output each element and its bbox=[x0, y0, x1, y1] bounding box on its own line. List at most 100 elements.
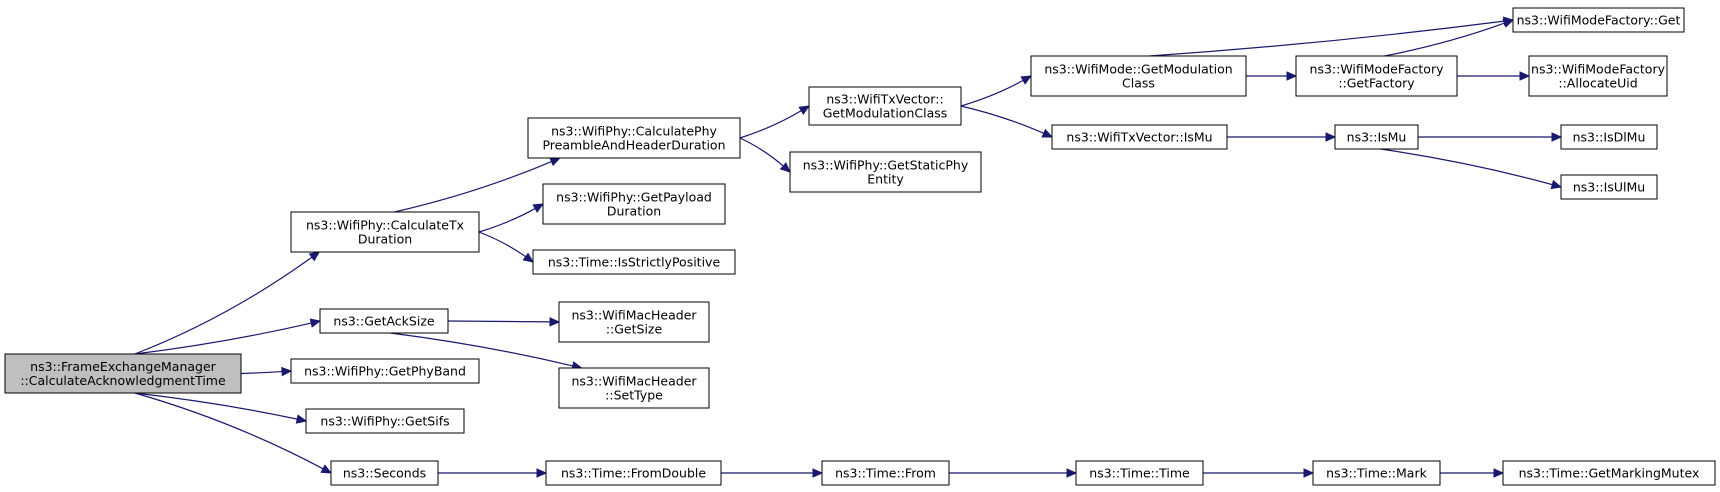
function-node-factory[interactable]: ns3::WifiModeFactory::GetFactory bbox=[1295, 55, 1458, 97]
function-node-getsifs[interactable]: ns3::WifiPhy::GetSifs bbox=[305, 408, 465, 434]
edge-line bbox=[739, 110, 802, 139]
function-node-isulmu[interactable]: ns3::IsUlMu bbox=[1560, 174, 1658, 200]
arrowhead-icon bbox=[812, 468, 824, 478]
function-node-fem[interactable]: ns3::FrameExchangeManager::CalculateAckn… bbox=[4, 353, 242, 394]
arrowhead-icon bbox=[536, 468, 548, 478]
call-edge-calctx-to-getpayload bbox=[478, 203, 545, 233]
node-box bbox=[1560, 124, 1658, 150]
edge-line bbox=[478, 231, 527, 258]
call-edge-timetime-to-timemark bbox=[1203, 468, 1315, 478]
call-edge-ismu-to-isulmu bbox=[1380, 148, 1563, 190]
node-box bbox=[290, 358, 480, 384]
node-label-line: Duration bbox=[607, 204, 661, 219]
node-label-line: ns3::WifiPhy::GetPhyBand bbox=[304, 364, 466, 379]
function-node-fromdouble[interactable]: ns3::Time::FromDouble bbox=[545, 460, 722, 486]
node-box bbox=[319, 308, 449, 334]
function-node-calcphy[interactable]: ns3::WifiPhy::CalculatePhyPreambleAndHea… bbox=[527, 117, 741, 159]
node-box bbox=[1512, 7, 1685, 33]
function-node-getphyband[interactable]: ns3::WifiPhy::GetPhyBand bbox=[290, 358, 480, 384]
call-edge-factory-to-factoryget bbox=[1384, 18, 1515, 57]
node-label-line: ns3::WifiMacHeader bbox=[571, 374, 697, 389]
node-label-line: ns3::Time::GetMarkingMutex bbox=[1519, 466, 1700, 481]
call-edge-fromdouble-to-timefrom bbox=[721, 468, 824, 478]
edge-line bbox=[1149, 20, 1505, 57]
function-node-markmutex[interactable]: ns3::Time::GetMarkingMutex bbox=[1502, 460, 1716, 486]
call-edge-modemod-to-factoryget bbox=[1149, 16, 1515, 57]
call-edge-txvecmod-to-modemod bbox=[960, 75, 1033, 107]
node-label-line: ns3::WifiModeFactory::Get bbox=[1517, 13, 1681, 28]
call-edge-calcphy-to-txvecmod bbox=[739, 105, 811, 139]
function-node-getack[interactable]: ns3::GetAckSize bbox=[319, 308, 449, 334]
call-edges bbox=[134, 16, 1563, 478]
node-label-line: ns3::WifiTxVector::IsMu bbox=[1066, 130, 1212, 145]
function-node-strictpos[interactable]: ns3::Time::IsStrictlyPositive bbox=[532, 249, 736, 275]
function-node-isdlmu[interactable]: ns3::IsDlMu bbox=[1560, 124, 1658, 150]
function-node-seconds[interactable]: ns3::Seconds bbox=[330, 460, 439, 486]
node-label-line: Entity bbox=[867, 172, 904, 187]
node-box bbox=[4, 353, 242, 394]
node-label-line: ::CalculateAcknowledgmentTime bbox=[20, 373, 226, 388]
function-node-timemark[interactable]: ns3::Time::Mark bbox=[1312, 460, 1441, 486]
arrowhead-icon bbox=[1041, 128, 1054, 138]
edge-line bbox=[478, 207, 536, 233]
arrowhead-icon bbox=[1325, 132, 1337, 142]
call-edge-calcphy-to-staticphy bbox=[739, 137, 791, 173]
node-box bbox=[558, 301, 710, 343]
function-node-machdrsize[interactable]: ns3::WifiMacHeader::GetSize bbox=[558, 301, 710, 343]
arrowhead-icon bbox=[1493, 468, 1505, 478]
node-box bbox=[1334, 124, 1419, 150]
node-label-line: ::AllocateUid bbox=[1558, 76, 1637, 91]
call-edge-modemod-to-factory bbox=[1245, 71, 1298, 81]
arrowhead-icon bbox=[549, 317, 561, 327]
node-label-line: ns3::WifiModeFactory bbox=[1531, 62, 1666, 77]
function-node-allocuid[interactable]: ns3::WifiModeFactory::AllocateUid bbox=[1528, 55, 1668, 97]
node-label-line: ns3::WifiPhy::GetPayload bbox=[556, 190, 712, 205]
arrowhead-icon bbox=[1303, 468, 1315, 478]
edge-line bbox=[960, 79, 1024, 107]
node-box bbox=[1051, 124, 1228, 150]
function-node-timetime[interactable]: ns3::Time::Time bbox=[1075, 460, 1204, 486]
edge-line bbox=[134, 322, 312, 355]
arrowhead-icon bbox=[798, 105, 811, 115]
arrowhead-icon bbox=[1020, 75, 1033, 85]
node-label-line: ::GetSize bbox=[606, 322, 663, 337]
call-edge-timefrom-to-timetime bbox=[949, 468, 1078, 478]
node-label-line: ns3::Seconds bbox=[343, 466, 426, 481]
node-box bbox=[1312, 460, 1441, 486]
node-box bbox=[789, 151, 982, 193]
function-node-timefrom[interactable]: ns3::Time::From bbox=[821, 460, 950, 486]
function-node-ismu[interactable]: ns3::IsMu bbox=[1334, 124, 1419, 150]
function-node-factoryget[interactable]: ns3::WifiModeFactory::Get bbox=[1512, 7, 1685, 33]
node-box bbox=[532, 249, 736, 275]
call-edge-getack-to-machdrsize bbox=[447, 317, 561, 327]
node-box bbox=[290, 211, 480, 253]
node-box bbox=[808, 86, 962, 126]
node-label-line: ns3::Time::Time bbox=[1089, 466, 1190, 481]
function-node-machdrtype[interactable]: ns3::WifiMacHeader::SetType bbox=[558, 367, 710, 409]
node-label-line: ::SetType bbox=[605, 388, 663, 403]
node-label-line: ::GetFactory bbox=[1338, 76, 1415, 91]
node-box bbox=[1528, 55, 1668, 97]
function-node-modemod[interactable]: ns3::WifiMode::GetModulationClass bbox=[1030, 55, 1247, 97]
node-box bbox=[545, 460, 722, 486]
arrowhead-icon bbox=[779, 162, 791, 173]
arrowhead-icon bbox=[295, 414, 308, 424]
node-label-line: PreambleAndHeaderDuration bbox=[542, 138, 725, 153]
node-box bbox=[527, 117, 741, 159]
node-label-line: ns3::IsDlMu bbox=[1573, 130, 1646, 145]
node-box bbox=[558, 367, 710, 409]
node-label-line: ns3::Time::From bbox=[835, 466, 936, 481]
arrowhead-icon bbox=[549, 157, 561, 167]
call-edge-seconds-to-fromdouble bbox=[438, 468, 548, 478]
arrowhead-icon bbox=[1066, 468, 1078, 478]
function-node-txvecismu[interactable]: ns3::WifiTxVector::IsMu bbox=[1051, 124, 1228, 150]
edge-line bbox=[390, 332, 573, 367]
edge-line bbox=[1380, 148, 1553, 186]
node-label-line: ns3::IsMu bbox=[1347, 130, 1407, 145]
function-node-txvecmod[interactable]: ns3::WifiTxVector::GetModulationClass bbox=[808, 86, 962, 126]
call-edge-ismu-to-isdlmu bbox=[1417, 132, 1563, 142]
